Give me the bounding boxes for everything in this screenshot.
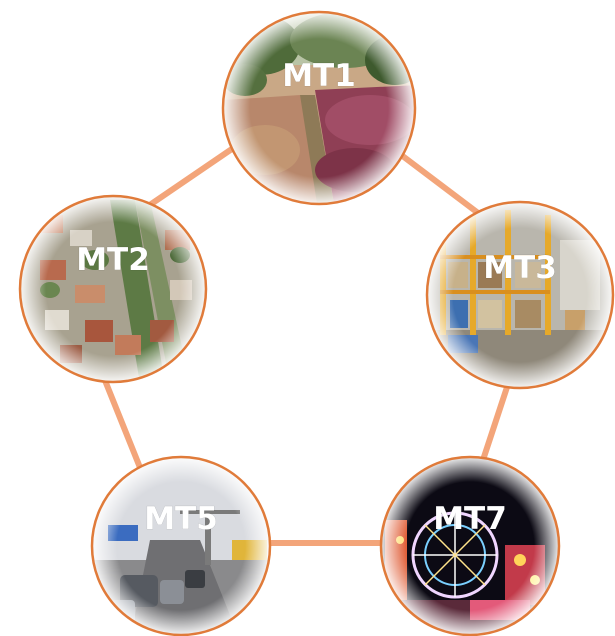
node-label-mt2: MT2 — [76, 242, 150, 278]
edge-mt1-mt3 — [389, 145, 493, 225]
edge-mt1-mt2 — [135, 137, 248, 216]
node-mt7: MT7 — [379, 455, 561, 636]
node-label-mt1: MT1 — [282, 58, 356, 94]
edge-mt2-mt5 — [97, 365, 148, 483]
node-ring — [425, 200, 615, 390]
node-mt1: MT1 — [221, 10, 417, 206]
node-mt5: MT5 — [90, 455, 272, 636]
node-ring — [221, 10, 417, 206]
node-label-mt7: MT7 — [433, 501, 507, 537]
node-label-mt3: MT3 — [483, 250, 557, 286]
node-ring — [18, 194, 208, 384]
node-mt3: MT3 — [425, 200, 615, 390]
node-label-mt5: MT5 — [144, 501, 218, 537]
node-ring — [379, 455, 561, 636]
node-mt2: MT2 — [18, 194, 208, 384]
node-ring — [90, 455, 272, 636]
